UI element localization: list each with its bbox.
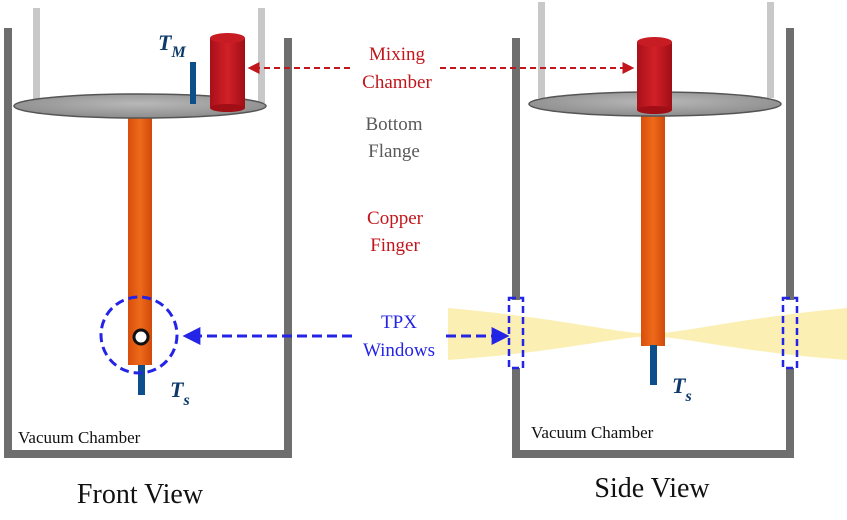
copper-finger [128,115,152,365]
front-view-caption: Front View [77,479,204,510]
support-rod-right [258,8,265,103]
support-rod-left [33,8,40,103]
front-view [4,8,292,458]
side-view-caption: Side View [594,473,710,504]
ts-sensor-front [138,365,145,395]
ts-side-label: Ts [672,373,692,405]
tm-sensor [190,62,196,104]
tpx-window-right [781,296,799,370]
vacuum-chamber-wall [512,28,794,458]
vacuum-chamber-wall [4,28,292,458]
copper-finger [641,108,665,346]
mixing-chamber-label-line1: Mixing [369,44,425,65]
bottom-flange-label-line1: Bottom [365,114,422,135]
tm-label: TM [158,30,186,61]
bottom-flange [13,93,267,119]
mixing-chamber [637,37,672,114]
mixing-chamber-label-line2: Chamber [362,72,432,93]
support-rod-left [538,2,545,98]
copper-finger-label-line2: Finger [370,235,420,256]
sample-hole [132,328,150,346]
ts-front-label: Ts [170,377,190,409]
mixing-chamber [210,33,245,112]
vacuum-chamber-label-front: Vacuum Chamber [18,428,141,447]
tpx-windows-label-line2: Windows [363,340,435,361]
tpx-window-highlight [99,295,179,375]
ts-sensor-side [650,345,657,385]
tpx-windows-label-line1: TPX [381,312,417,333]
vacuum-chamber-label-side: Vacuum Chamber [531,423,654,442]
bottom-flange-label-line2: Flange [368,141,420,162]
support-rod-right [767,2,774,98]
copper-finger-label-line1: Copper [367,208,424,229]
side-view [507,2,799,458]
